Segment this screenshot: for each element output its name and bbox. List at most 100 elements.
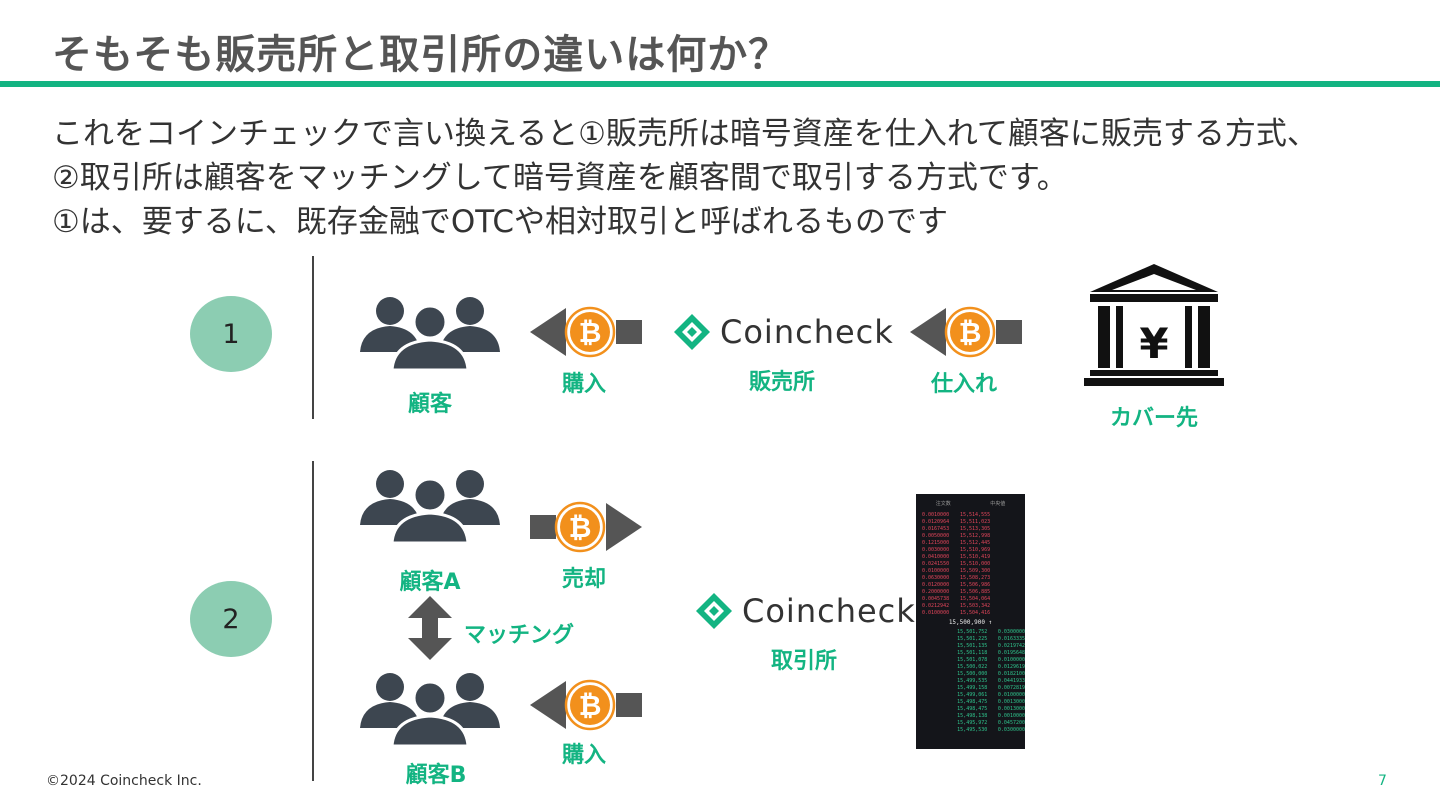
order-book-ask-row: 0.1215000 15,512,445	[916, 540, 1025, 547]
ask-quantity: 0.0120964	[922, 519, 950, 525]
bid-price: 15,501,752	[957, 629, 988, 635]
ask-quantity: 0.0410000	[922, 554, 950, 560]
ask-quantity: 0.0630000	[922, 575, 950, 581]
customer-label: 顧客	[407, 392, 452, 417]
bid-quantity: 0.0072819	[997, 685, 1025, 691]
body-line-3: ①は、要するに、既存金融でOTCや相対取引と呼ばれるものです	[52, 204, 949, 240]
bid-price: 15,495,530	[957, 727, 988, 733]
bid-price: 15,501,135	[957, 643, 988, 649]
bid-quantity: 0.0182100	[997, 671, 1025, 677]
divider-line-2	[312, 461, 314, 781]
ask-quantity: 0.0100000	[922, 568, 950, 574]
body-line-1: これをコインチェックで言い換えると①販売所は暗号資産を仕入れて顧客に販売する方式…	[52, 116, 1318, 152]
coincheck-mark-icon	[696, 593, 732, 629]
order-book-bid-row: 15,499,535 0.0441933	[916, 678, 1025, 685]
bid-quantity: 0.0163335	[997, 636, 1025, 642]
order-book-bid-row: 15,499,061 0.0100000	[916, 692, 1025, 699]
buy-label-2: 購入	[561, 743, 606, 768]
sell-label: 売却	[561, 567, 606, 592]
bank-icon: ¥	[1084, 264, 1224, 386]
ask-quantity: 0.0241550	[922, 561, 950, 567]
ask-price: 15,510,969	[960, 547, 991, 553]
bid-price: 15,498,475	[957, 706, 988, 712]
ask-price: 15,504,064	[960, 596, 991, 602]
bid-price: 15,500,000	[957, 671, 988, 677]
matching-label: マッチング	[464, 623, 575, 648]
order-book-ask-row: 0.0030000 15,510,969	[916, 547, 1025, 554]
order-book-bid-row: 15,501,078 0.0100000	[916, 657, 1025, 664]
ask-quantity: 0.0030000	[922, 547, 950, 553]
bid-price: 15,495,972	[957, 720, 988, 726]
order-book-ask-row: 0.0630000 15,508,273	[916, 575, 1025, 582]
bid-quantity: 0.0100000	[997, 657, 1025, 663]
order-book-ask-row: 0.0241550 15,510,000	[916, 561, 1025, 568]
bid-quantity: 0.0010000	[997, 713, 1025, 719]
ask-price: 15,510,000	[960, 561, 991, 567]
bid-price: 15,501,118	[957, 650, 988, 656]
order-book-ask-row: 0.0120964 15,511,023	[916, 519, 1025, 526]
coincheck-logo-2: Coincheck	[694, 591, 916, 631]
ask-quantity: 0.0212942	[922, 603, 950, 609]
order-book-ask-row: 0.0100000 15,504,416	[916, 610, 1025, 617]
ask-price: 15,504,416	[960, 610, 991, 616]
customer-a-label: 顧客A	[399, 570, 461, 595]
ask-quantity: 0.0167453	[922, 526, 950, 532]
coincheck-logo-1: Coincheck	[672, 312, 894, 352]
bid-price: 15,498,138	[957, 713, 988, 719]
matching-double-arrow-icon	[408, 596, 452, 660]
sales-office-label: 販売所	[748, 370, 815, 395]
bid-quantity: 0.0219742	[997, 643, 1025, 649]
page-title: そもそも販売所と取引所の違いは何か？	[52, 32, 790, 78]
buy-arrow-bitcoin-icon-2: ₿	[530, 679, 642, 731]
purchase-arrow-bitcoin-icon: ₿	[910, 306, 1022, 358]
bid-price: 15,499,061	[957, 692, 988, 698]
body-line-2: ②取引所は顧客をマッチングして暗号資産を顧客間で取引する方式です。	[52, 160, 1068, 196]
bid-price: 15,500,022	[957, 664, 988, 670]
ask-quantity: 0.0100000	[922, 610, 950, 616]
order-book-header-price: 中央値	[990, 501, 1006, 507]
bid-price: 15,499,535	[957, 678, 988, 684]
order-book-bid-row: 15,501,135 0.0219742	[916, 643, 1025, 650]
bid-quantity: 0.0100000	[997, 692, 1025, 698]
ask-price: 15,514,555	[960, 512, 991, 518]
ask-price: 15,510,419	[960, 554, 991, 560]
bid-price: 15,499,158	[957, 685, 988, 691]
coincheck-logo-text: Coincheck	[720, 313, 894, 351]
ask-quantity: 0.1215000	[922, 540, 950, 546]
page-number: 7	[1378, 773, 1387, 789]
divider-line-1	[312, 256, 314, 419]
bid-price: 15,501,078	[957, 657, 988, 663]
step-circle-1: 1	[190, 296, 272, 372]
svg-text:₿: ₿	[569, 511, 592, 544]
ask-quantity: 0.0120000	[922, 582, 950, 588]
cover-label: カバー先	[1109, 406, 1198, 431]
yen-symbol: ¥	[1139, 319, 1168, 368]
ask-price: 15,506,986	[960, 582, 991, 588]
svg-text:₿: ₿	[959, 316, 982, 349]
order-book-ask-row: 0.2000000 15,506,885	[916, 589, 1025, 596]
bid-quantity: 0.0441933	[997, 678, 1025, 684]
ask-price: 15,508,273	[960, 575, 991, 581]
ask-price: 15,512,445	[960, 540, 991, 546]
bid-quantity: 0.0195648	[997, 650, 1025, 656]
ask-price: 15,506,885	[960, 589, 991, 595]
ask-quantity: 0.2000000	[922, 589, 950, 595]
order-book-bid-row: 15,498,138 0.0010000	[916, 713, 1025, 720]
exchange-label: 取引所	[770, 649, 837, 674]
customers-a-icon	[360, 470, 500, 545]
purchase-label: 仕入れ	[930, 372, 997, 397]
customers-icon	[360, 297, 500, 372]
ask-price: 15,509,300	[960, 568, 991, 574]
customers-b-icon	[360, 673, 500, 748]
bid-quantity: 0.0129619	[997, 664, 1025, 670]
ask-price: 15,511,023	[960, 519, 991, 525]
ask-quantity: 0.0045738	[922, 596, 950, 602]
